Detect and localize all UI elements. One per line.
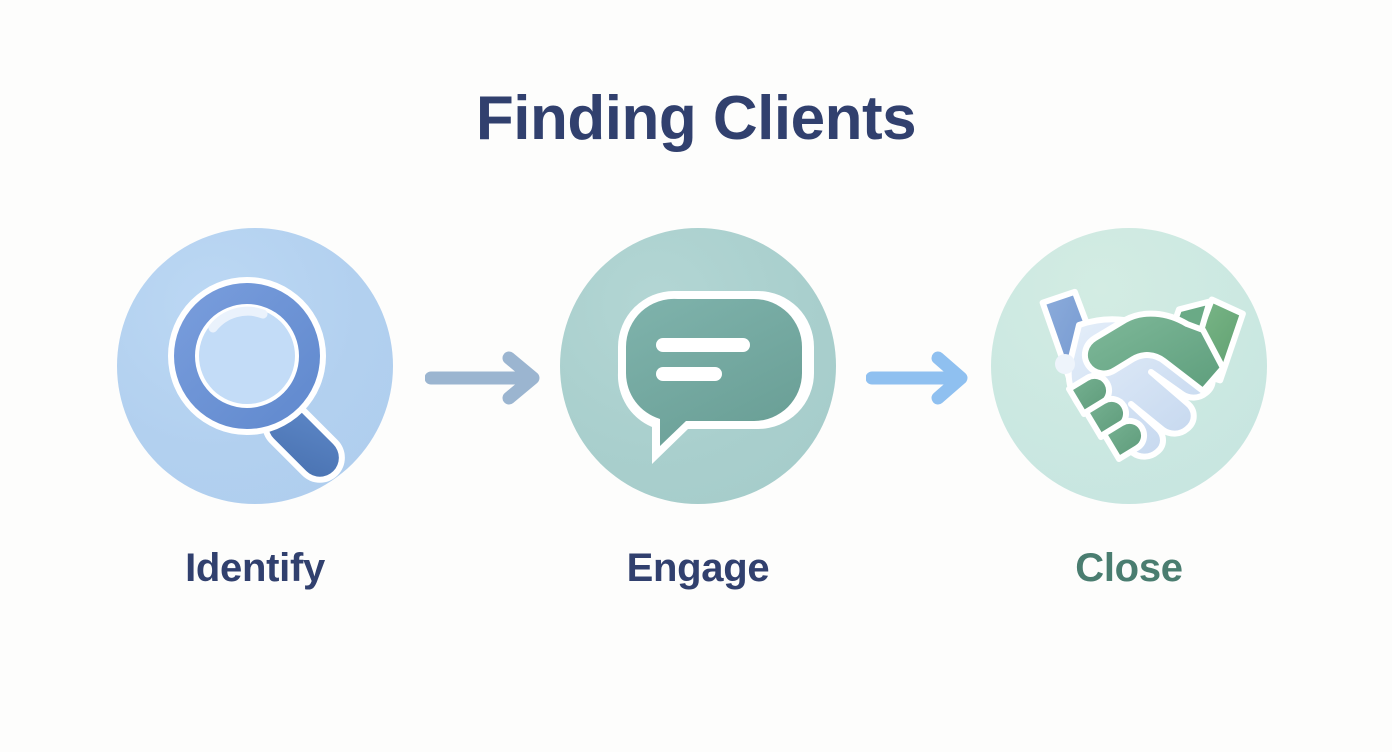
step-engage[interactable]: Engage [553,228,843,588]
page-title: Finding Clients [475,84,917,153]
magnifying-glass-icon [168,277,345,483]
arrow-engage-to-close [866,350,970,406]
step-identify-circle [117,228,393,504]
arrow-identify-to-engage [425,350,543,406]
step-engage-circle [560,228,836,504]
handshake-icon [1039,288,1246,462]
arrow-right-icon [866,351,968,405]
step-close-circle [991,228,1267,504]
speech-bubble-icon [617,291,814,464]
step-identify[interactable]: Identify [110,228,400,588]
arrow-right-icon [425,351,540,405]
process-steps-row: Identify [0,228,1392,588]
step-close-label: Close [1075,546,1183,590]
step-close[interactable]: Close [984,228,1274,588]
step-engage-label: Engage [626,546,770,590]
step-identify-label: Identify [185,546,325,590]
